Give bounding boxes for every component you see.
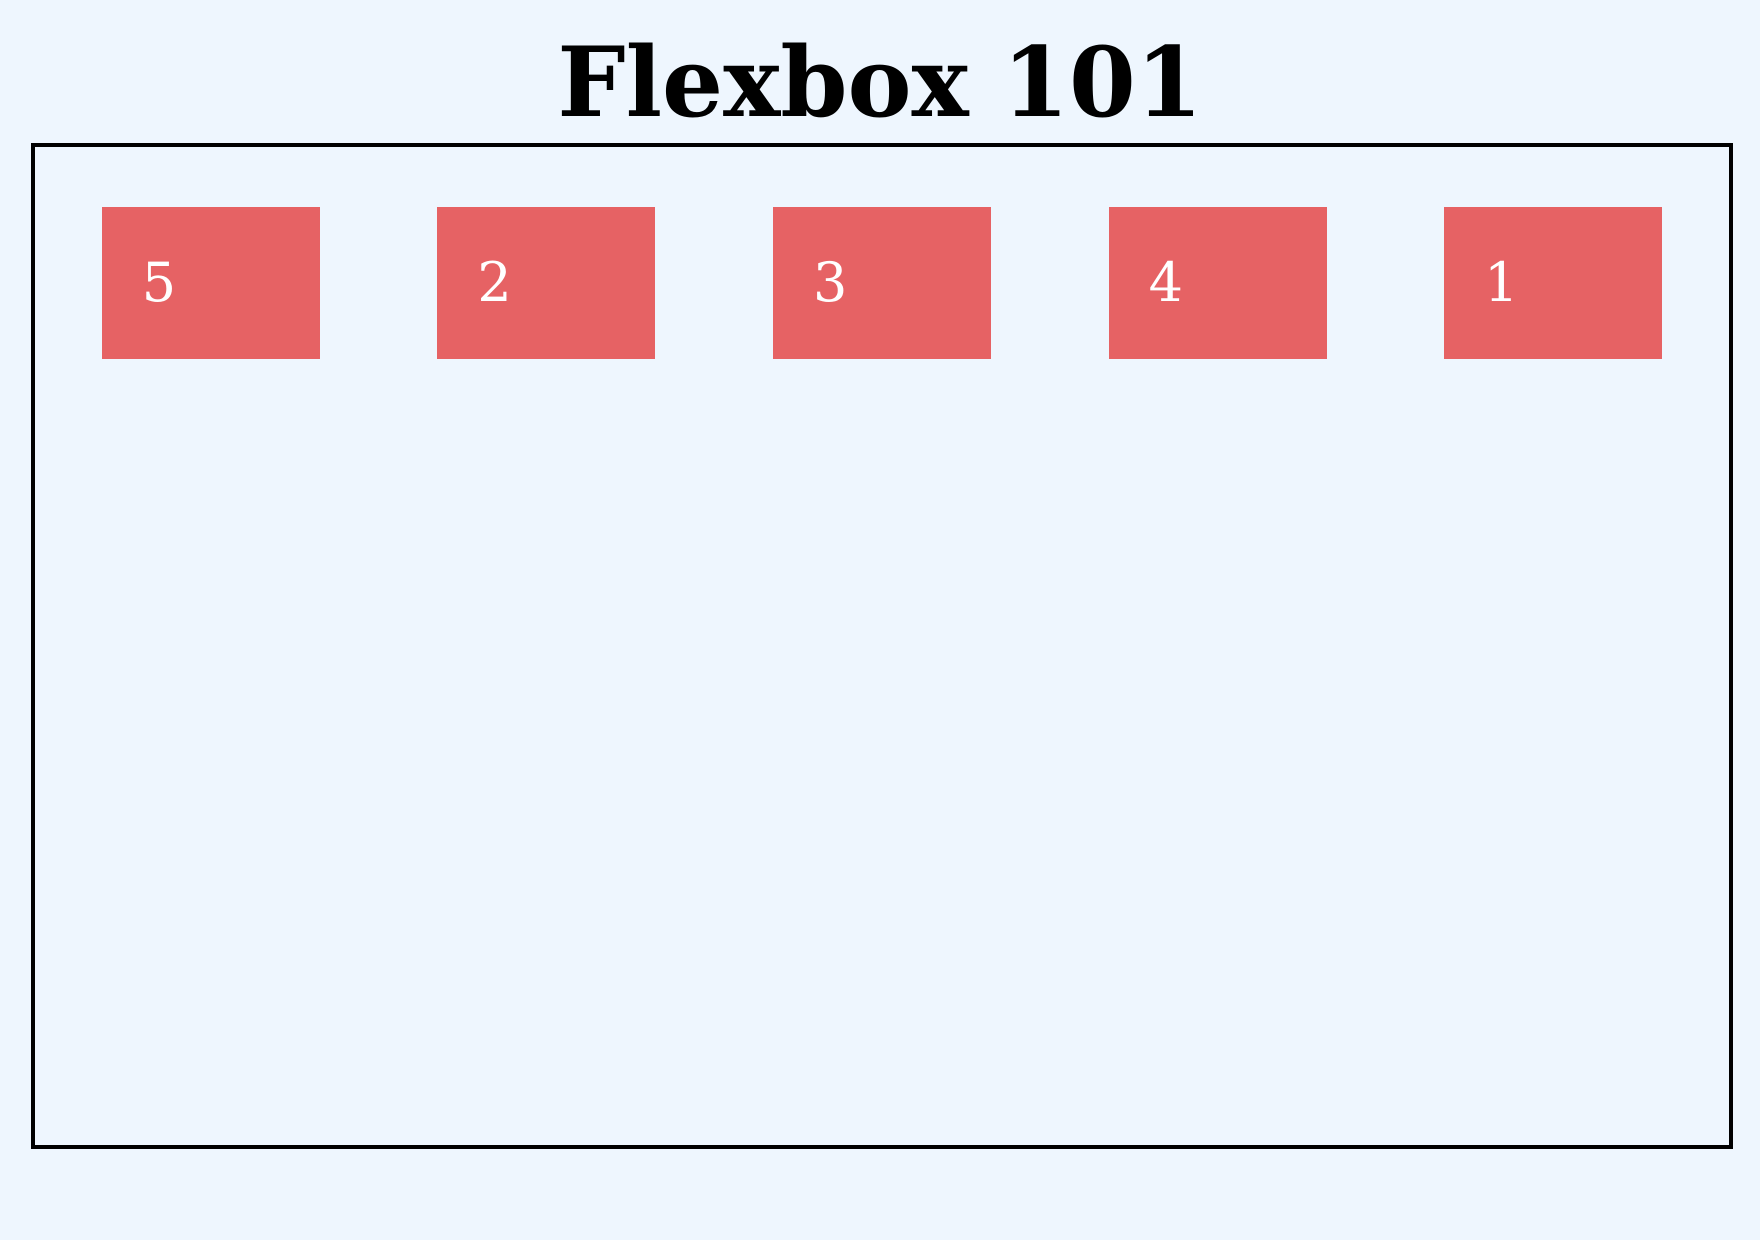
flex-item: 1	[1444, 207, 1663, 359]
flex-item: 2	[437, 207, 656, 359]
flex-item: 4	[1108, 207, 1327, 359]
flex-item: 3	[772, 207, 991, 359]
flex-item: 5	[101, 207, 320, 359]
page-title: Flexbox 101	[557, 26, 1203, 139]
flex-container: 5 2 3 4 1	[31, 143, 1733, 1149]
